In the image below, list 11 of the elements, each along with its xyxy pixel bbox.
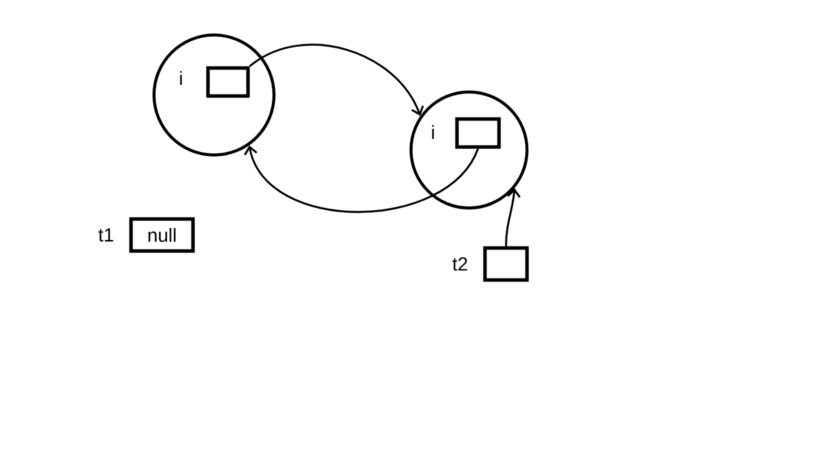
variable-label: t1 bbox=[98, 228, 114, 242]
pointer-box bbox=[455, 117, 501, 149]
circle-node: i bbox=[152, 34, 276, 156]
curved-arrow bbox=[244, 145, 479, 213]
value-box: null bbox=[129, 217, 195, 253]
pointer-box bbox=[206, 66, 250, 98]
curved-arrow bbox=[249, 44, 424, 116]
curved-arrow bbox=[505, 188, 521, 246]
variable-label: t2 bbox=[452, 257, 468, 271]
circle-node: i bbox=[410, 90, 528, 210]
pointer-box bbox=[483, 246, 529, 282]
